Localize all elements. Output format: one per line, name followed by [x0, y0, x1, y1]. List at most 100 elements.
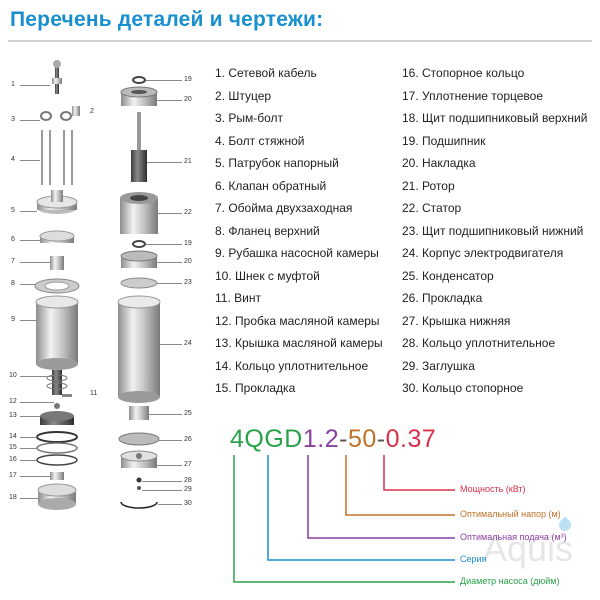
- part-item: 29. Заглушка: [402, 358, 475, 373]
- part-cable: [52, 60, 62, 94]
- part-fitting: [72, 106, 80, 116]
- part-eye-bolts: [40, 111, 72, 121]
- part-snap-ring: [120, 501, 158, 509]
- part-cover-plate-2: [120, 250, 158, 268]
- part-item: 15. Прокладка: [215, 381, 296, 395]
- callout-7: 7: [11, 258, 15, 265]
- part-item: 12. Пробка масляной камеры: [215, 313, 380, 328]
- callout-19b: 19: [184, 240, 192, 247]
- callout-19: 19: [184, 76, 192, 83]
- callout-22: 22: [184, 209, 192, 216]
- callout-21: 21: [184, 158, 192, 165]
- part-retaining-ring: [36, 454, 78, 466]
- diagram-drawing: [34, 60, 161, 510]
- part-item: 19. Подшипник: [402, 133, 486, 148]
- part-item: 26. Прокладка: [402, 291, 483, 305]
- part-item: 18. Щит подшипниковый верхний: [402, 111, 588, 125]
- part-item: 30. Кольцо стопорное: [402, 381, 524, 395]
- part-item: 25. Конденсатор: [402, 268, 494, 283]
- label-head: Оптимальный напор (м): [460, 509, 561, 519]
- part-double-cage: [50, 256, 64, 270]
- callout-9: 9: [11, 316, 15, 323]
- part-bearing: [132, 76, 146, 84]
- part-item: 4. Болт стяжной: [215, 133, 305, 148]
- page-title: Перечень деталей и чертежи:: [10, 8, 324, 31]
- model-code: 4QGD1.2-50-0.37: [230, 425, 436, 454]
- part-item: 23. Щит подшипниковый нижний: [402, 223, 584, 238]
- callout-6: 6: [11, 236, 15, 243]
- part-item: 22. Статор: [402, 201, 462, 215]
- part-item: 27. Крышка нижняя: [402, 313, 511, 328]
- part-capacitor: [129, 406, 149, 420]
- part-item: 9. Рубашка насосной камеры: [215, 246, 379, 260]
- callout-30: 30: [184, 500, 192, 507]
- callout-12: 12: [9, 398, 17, 405]
- label-diameter: Диаметр насоса (дюйм): [460, 576, 560, 586]
- code-flow: 1.2: [302, 425, 340, 453]
- part-upper-bearing-shield: [37, 483, 77, 510]
- code-diameter: 4QGD: [230, 425, 303, 453]
- callout-29: 29: [184, 486, 192, 493]
- part-lower-bearing-shield: [120, 277, 158, 289]
- part-cover-plate: [120, 86, 158, 106]
- callout-15: 15: [9, 444, 17, 451]
- part-stator: [120, 192, 158, 234]
- callout-14: 14: [9, 433, 17, 440]
- part-screw: [62, 394, 72, 397]
- callout-27: 27: [184, 461, 192, 468]
- part-item: 16. Стопорное кольцо: [402, 66, 525, 80]
- title-divider: [8, 40, 592, 42]
- callout-5: 5: [11, 207, 15, 214]
- part-item: 14. Кольцо уплотнительное: [215, 358, 369, 373]
- callout-1: 1: [11, 81, 15, 88]
- callout-23: 23: [184, 279, 192, 286]
- part-item: 1. Сетевой кабель: [215, 66, 317, 80]
- part-item: 21. Ротор: [402, 178, 455, 193]
- part-item: 28. Кольцо уплотнительное: [402, 336, 556, 350]
- parts-list-1: 1. Сетевой кабель 2. Штуцер 3. Рым-болт …: [215, 62, 383, 400]
- part-mech-seal: [50, 472, 64, 480]
- part-item: 7. Обойма двухзаходная: [215, 201, 353, 215]
- callout-24: 24: [184, 340, 192, 347]
- part-item: 13. Крышка масляной камеры: [215, 336, 383, 350]
- part-bearing-2: [132, 240, 146, 248]
- label-flow: Оптимальная подача (м³): [460, 532, 567, 542]
- code-power: 0.37: [385, 425, 437, 453]
- callout-8: 8: [11, 280, 15, 287]
- part-item: 20. Накладка: [402, 156, 476, 170]
- part-rotor: [131, 112, 147, 182]
- part-item: 10. Шнек с муфтой: [215, 268, 320, 283]
- callout-13: 13: [9, 412, 17, 419]
- callout-18: 18: [9, 494, 17, 501]
- watermark-logo: Aquis: [483, 528, 574, 569]
- callout-25: 25: [184, 410, 192, 417]
- part-bottom-cover: [120, 450, 158, 468]
- callout-28: 28: [184, 477, 192, 484]
- part-gasket-2: [118, 432, 160, 446]
- label-series: Серия: [460, 554, 487, 564]
- code-dash-1: -: [339, 425, 348, 453]
- callout-10: 10: [9, 372, 17, 379]
- part-o-ring-2: [136, 477, 142, 483]
- part-item: 6. Клапан обратный: [215, 178, 327, 193]
- part-item: 17. Уплотнение торцевое: [402, 88, 543, 103]
- exploded-parts-diagram: 1 2 3 4 5 6 7 8 9 10 11 12 13 14 15 16 1…: [0, 50, 210, 520]
- parts-list-2: 16. Стопорное кольцо 17. Уплотнение торц…: [402, 62, 587, 400]
- label-power: Мощность (кВт): [460, 484, 526, 494]
- part-item: 24. Корпус электродвигателя: [402, 246, 564, 260]
- part-motor-housing: [117, 295, 161, 403]
- part-pump-jacket: [35, 295, 79, 370]
- part-oil-plug: [54, 403, 60, 409]
- callout-4: 4: [11, 156, 15, 163]
- part-item: 11. Винт: [215, 291, 261, 305]
- part-item: 3. Рым-болт: [215, 111, 283, 125]
- part-auger: [46, 370, 68, 395]
- callout-26: 26: [184, 436, 192, 443]
- part-item: 8. Фланец верхний: [215, 223, 320, 238]
- part-upper-flange: [34, 278, 80, 294]
- part-plug: [137, 486, 141, 490]
- part-discharge: [36, 190, 78, 214]
- code-head: 50: [347, 425, 377, 453]
- callout-20b: 20: [184, 258, 192, 265]
- callout-16: 16: [9, 456, 17, 463]
